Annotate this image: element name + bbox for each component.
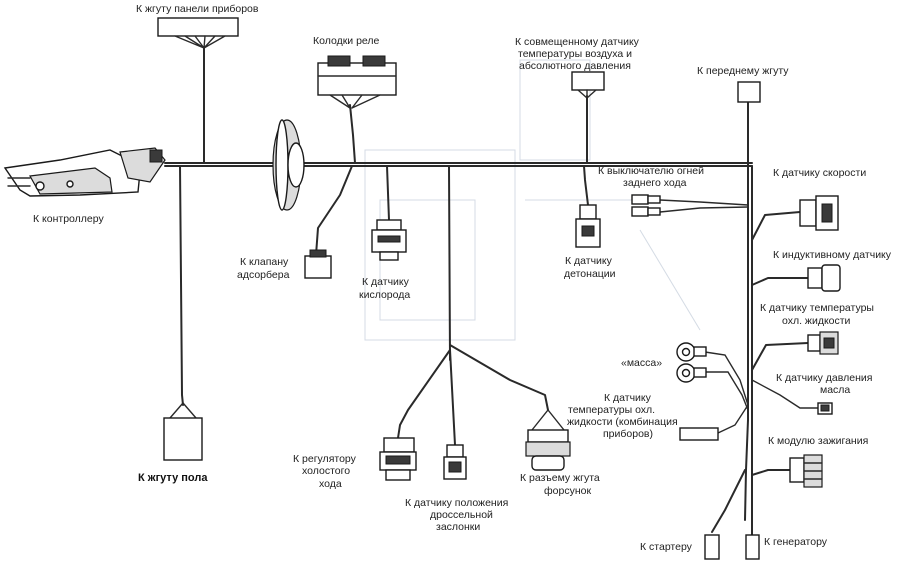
- idle-regulator-wire: [397, 349, 451, 439]
- label-air-sensor-3: абсолютного давления: [519, 60, 631, 72]
- inductive-sensor-wire: [751, 277, 809, 286]
- ignition-module-wire: [751, 469, 791, 476]
- coolant-combo-connector: [679, 427, 719, 441]
- controller-connector: [3, 147, 166, 197]
- relay-blocks-wire: [349, 104, 356, 164]
- label-oil-pressure-2: масла: [820, 384, 850, 396]
- injector-harness-wire: [449, 344, 549, 411]
- ground-terminals: [676, 342, 707, 383]
- knock-sensor-connector: [575, 204, 601, 248]
- label-reverse-lamp-2: заднего хода: [623, 177, 687, 189]
- label-coolant-temp-1: К датчику температуры: [760, 302, 874, 314]
- air-sensor-connector: [571, 71, 605, 99]
- labels: К жгуту панели приборов Колодки реле К с…: [33, 3, 892, 553]
- front-vertical-trunk: [744, 102, 749, 521]
- reverse-lamp-connector: [631, 194, 661, 217]
- reverse-lamp-wire: [659, 206, 749, 213]
- label-coolant-combo-2: температуры охл.: [568, 404, 655, 416]
- canister-valve-wire: [315, 165, 353, 256]
- label-knock-sensor-1: К датчику: [565, 255, 613, 267]
- label-throttle-1: К датчику положения: [405, 497, 508, 509]
- knock-sensor-wire: [583, 165, 589, 206]
- label-generator: К генератору: [764, 536, 828, 548]
- label-coolant-temp-2: охл. жидкости: [782, 315, 851, 327]
- label-injector-2: форсунок: [544, 485, 591, 497]
- label-floor-harness: К жгуту пола: [138, 472, 208, 484]
- label-throttle-3: заслонки: [436, 521, 480, 533]
- label-idle-reg-3: хода: [319, 478, 342, 490]
- label-canister-valve-2: адсорбера: [237, 269, 290, 281]
- starter-wire: [711, 469, 746, 533]
- ground-wire-2: [704, 371, 749, 411]
- label-knock-sensor-2: детонации: [564, 268, 616, 280]
- label-controller: К контроллеру: [33, 213, 104, 225]
- label-canister-valve-1: К клапану: [240, 256, 289, 268]
- label-inductive-sensor: К индуктивному датчику: [773, 249, 892, 261]
- label-ground: «масса»: [621, 357, 662, 369]
- label-ignition-module: К модулю зажигания: [768, 435, 868, 447]
- label-relay-blocks: Колодки реле: [313, 35, 380, 47]
- inductive-sensor-connector: [807, 264, 841, 292]
- harness-wires: [164, 47, 819, 536]
- coolant-temp-connector: [807, 331, 839, 355]
- label-front-harness: К переднему жгуту: [697, 65, 789, 77]
- ignition-module-connector: [789, 454, 823, 488]
- label-air-sensor-1: К совмещенному датчику: [515, 36, 640, 48]
- canister-valve-connector: [304, 249, 332, 279]
- label-oxygen-sensor-2: кислорода: [359, 289, 410, 301]
- oxygen-sensor-wire: [386, 165, 390, 221]
- front-harness-connector: [737, 81, 761, 103]
- label-idle-reg-2: холостого: [302, 465, 350, 477]
- label-throttle-2: дроссельной: [430, 509, 493, 521]
- floor-harness-wire: [179, 165, 184, 406]
- coolant-temp-wire: [751, 342, 809, 371]
- generator-connector: [745, 534, 760, 560]
- label-idle-reg-1: К регулятору: [293, 453, 357, 465]
- label-air-sensor-2: температуры воздуха и: [518, 48, 632, 60]
- floor-harness-connector: [163, 401, 203, 461]
- injector-harness-connector: [525, 408, 571, 471]
- label-oxygen-sensor-1: К датчику: [362, 276, 410, 288]
- instrument-panel-connector: [157, 17, 239, 49]
- ground-wire-1: [704, 351, 749, 406]
- lower-bundle-wire: [448, 165, 451, 361]
- throttle-sensor-connector: [443, 444, 467, 480]
- label-instrument-panel: К жгуту панели приборов: [136, 3, 259, 15]
- label-coolant-combo-1: К датчику: [604, 392, 652, 404]
- idle-regulator-connector: [379, 437, 417, 481]
- coolant-combo-wire: [717, 404, 749, 434]
- oil-pressure-connector: [817, 402, 833, 415]
- label-coolant-combo-4: приборов): [603, 428, 653, 440]
- label-coolant-combo-3: жидкости (комбинация: [567, 416, 678, 428]
- label-speed-sensor: К датчику скорости: [773, 167, 866, 179]
- speed-sensor-wire: [751, 211, 801, 241]
- label-reverse-lamp-1: К выключателю огней: [598, 165, 704, 177]
- label-oil-pressure-1: К датчику давления: [776, 372, 872, 384]
- oxygen-sensor-connector: [371, 219, 407, 261]
- oil-pressure-wire: [751, 379, 819, 409]
- throttle-sensor-wire: [449, 349, 456, 446]
- relay-blocks-connector: [317, 55, 397, 109]
- starter-connector: [704, 534, 720, 560]
- bulkhead-grommet: [272, 119, 305, 211]
- speed-sensor-connector: [799, 195, 839, 231]
- label-starter: К стартеру: [640, 541, 693, 553]
- label-injector-1: К разъему жгута: [520, 472, 600, 484]
